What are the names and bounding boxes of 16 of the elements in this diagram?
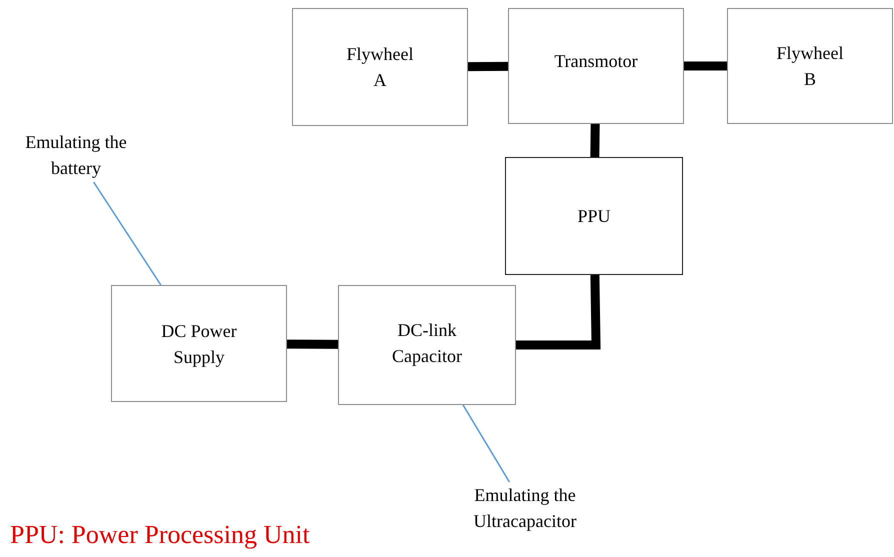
block-box: PPU [505,157,683,275]
block-box: Flywheel B [727,8,893,124]
leader-line [462,404,510,482]
block-box: Flywheel A [292,8,468,126]
block-box: DC-link Capacitor [338,285,516,405]
block-box: DC Power Supply [111,285,287,402]
connector-line [684,62,727,70]
block-box: Transmotor [508,8,684,124]
abbreviation-note: PPU: Power Processing Unit [10,520,310,550]
connector-line [516,274,601,350]
leader-line [93,182,162,286]
annotation-text: Emulating the Ultracapacitor [455,482,595,534]
annotation-text: Emulating the battery [22,128,130,182]
connector-line [468,62,508,72]
connector-line [590,124,600,158]
connector-line [286,340,338,349]
